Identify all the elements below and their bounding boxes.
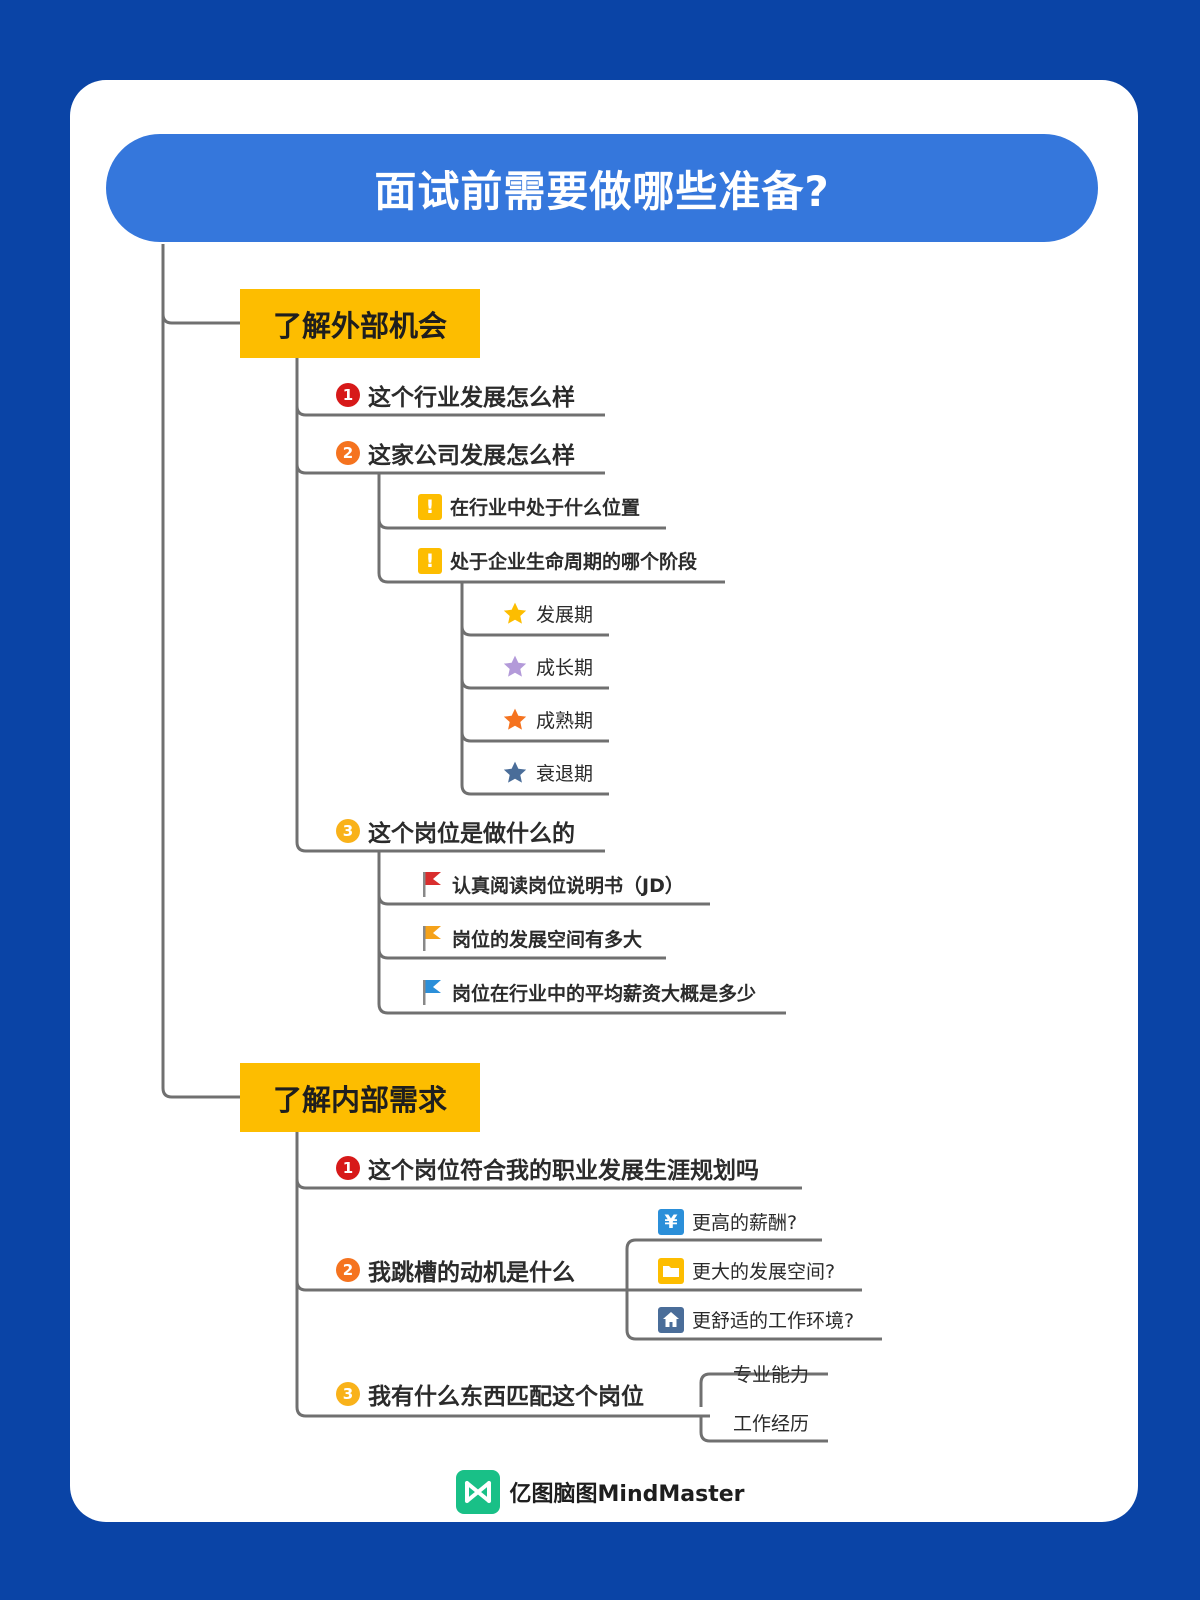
- star-icon: [503, 602, 527, 624]
- footer-brand-text: 亿图脑图MindMaster: [509, 1482, 745, 1507]
- star-icon: [503, 761, 527, 783]
- subitem-industry-position: ! 在行业中处于什么位置: [418, 493, 640, 520]
- motive-label: 更高的薪酬?: [692, 1212, 798, 1234]
- stage-label: 成熟期: [536, 710, 594, 732]
- stage-mature: 成熟期: [502, 706, 593, 733]
- item-industry-development: 1 这个行业发展怎么样: [336, 378, 575, 412]
- exclamation-icon: !: [418, 547, 442, 574]
- branch-external-opportunities: 了解外部机会: [240, 289, 480, 358]
- item-job-match: 3 我有什么东西匹配这个岗位: [336, 1377, 644, 1411]
- number-badge: 1: [336, 1156, 360, 1180]
- item-job-hop-motive: 2 我跳槽的动机是什么: [336, 1253, 575, 1287]
- number-badge: 3: [336, 1382, 360, 1406]
- stage-decline: 衰退期: [502, 759, 593, 786]
- flag-icon: [423, 980, 441, 1005]
- star-icon: [503, 708, 527, 730]
- number-badge: 2: [336, 441, 360, 465]
- flag-icon: [423, 872, 441, 897]
- item-label: 这家公司发展怎么样: [368, 443, 575, 469]
- stage-label: 衰退期: [536, 763, 594, 785]
- home-icon: [658, 1306, 684, 1333]
- item-label: 这个岗位是做什么的: [368, 821, 575, 847]
- item-label: 我跳槽的动机是什么: [368, 1260, 575, 1286]
- stage-label: 发展期: [536, 604, 594, 626]
- number-badge: 2: [336, 1258, 360, 1282]
- subitem-label: 岗位在行业中的平均薪资大概是多少: [452, 982, 757, 1005]
- number-badge: 3: [336, 819, 360, 843]
- item-job-content: 3 这个岗位是做什么的: [336, 814, 575, 848]
- subitem-average-salary: 岗位在行业中的平均薪资大概是多少: [420, 978, 756, 1006]
- item-label: 这个岗位符合我的职业发展生涯规划吗: [368, 1158, 759, 1184]
- subitem-read-jd: 认真阅读岗位说明书（JD）: [420, 870, 684, 898]
- star-icon: [503, 655, 527, 677]
- branch-label: 了解外部机会: [272, 308, 447, 343]
- motive-growth-space: 更大的发展空间?: [658, 1257, 835, 1284]
- branch-internal-needs: 了解内部需求: [240, 1063, 480, 1132]
- branch-label: 了解内部需求: [272, 1082, 447, 1117]
- motive-label: 更大的发展空间?: [692, 1261, 836, 1283]
- footer-brand: 亿图脑图MindMaster: [0, 1470, 1200, 1514]
- match-professional-skills: 专业能力: [733, 1364, 810, 1386]
- item-label: 我有什么东西匹配这个岗位: [368, 1384, 644, 1410]
- item-career-plan-fit: 1 这个岗位符合我的职业发展生涯规划吗: [336, 1151, 759, 1185]
- mindmap-title-bar: 面试前需要做哪些准备?: [106, 134, 1098, 242]
- motive-label: 更舒适的工作环境?: [692, 1310, 855, 1332]
- stage-development: 发展期: [502, 600, 593, 627]
- motive-comfortable-environment: 更舒适的工作环境?: [658, 1306, 854, 1333]
- item-label: 这个行业发展怎么样: [368, 385, 575, 411]
- subitem-label: 认真阅读岗位说明书（JD）: [452, 874, 684, 897]
- subitem-label: 在行业中处于什么位置: [450, 497, 641, 519]
- stage-growth: 成长期: [502, 653, 593, 680]
- number-badge: 1: [336, 383, 360, 407]
- subitem-label: 处于企业生命周期的哪个阶段: [450, 551, 698, 573]
- flag-icon: [423, 926, 441, 951]
- page-title: 面试前需要做哪些准备?: [374, 166, 830, 216]
- exclamation-icon: !: [418, 493, 442, 520]
- mindmaster-logo-icon: [455, 1470, 500, 1514]
- folder-icon: [658, 1257, 684, 1284]
- stage-label: 成长期: [536, 657, 594, 679]
- subitem-job-growth-space: 岗位的发展空间有多大: [420, 924, 642, 952]
- subitem-label: 岗位的发展空间有多大: [452, 928, 643, 951]
- subitem-lifecycle-stage: ! 处于企业生命周期的哪个阶段: [418, 547, 697, 574]
- match-work-experience: 工作经历: [733, 1413, 810, 1435]
- item-company-development: 2 这家公司发展怎么样: [336, 436, 575, 470]
- yen-icon: ¥: [658, 1208, 684, 1235]
- motive-higher-pay: ¥ 更高的薪酬?: [658, 1208, 797, 1235]
